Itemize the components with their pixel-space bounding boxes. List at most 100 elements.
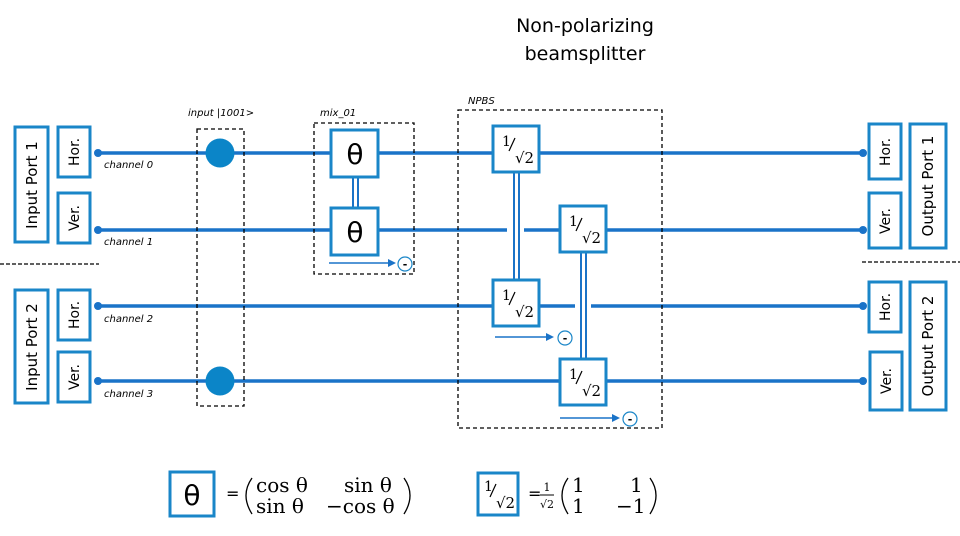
bs-gate-denominator: √2 [582, 382, 601, 400]
bs-gate-box [491, 278, 541, 328]
matrix-bracket-right [649, 477, 657, 515]
legend-bs-equals: = [528, 484, 541, 503]
input-state-group: input |1001> [188, 108, 254, 407]
wire-endpoints [94, 149, 867, 385]
matrix-cell: 1 [630, 473, 643, 497]
output-port-2-box [908, 280, 948, 412]
theta-gate-symbol: θ [346, 138, 363, 171]
bs-gate-box [558, 357, 608, 407]
wire-end-dot [859, 302, 867, 310]
wire-end-dot [859, 226, 867, 234]
arrow-head-icon [388, 259, 396, 267]
theta-gate-box [329, 128, 380, 179]
bs-gate-box [491, 124, 541, 174]
bs-gate-numerator: 1 [502, 288, 511, 304]
output-port-1: Hor. Ver. Output Port 1 [867, 122, 948, 250]
channel-label-1: channel 1 [104, 237, 153, 248]
input-port-2: Input Port 2 Hor. Ver. [13, 288, 92, 405]
input-hor-label: Hor. [67, 138, 83, 166]
legend-theta-symbol: θ [183, 479, 200, 512]
title-line-1: Non-polarizing [516, 15, 654, 37]
bs-gate-numerator: 1 [569, 214, 578, 230]
matrix-cell: cos θ [256, 473, 308, 497]
fraction-slash [489, 483, 497, 498]
bs-gate-denominator: √2 [582, 229, 601, 247]
output-hor-box [867, 280, 903, 334]
output-ver-label: Ver. [878, 208, 894, 234]
channel-label-2: channel 2 [104, 314, 153, 325]
matrix-bracket-left [561, 477, 569, 515]
minus-sign-icon [622, 411, 638, 427]
fraction-slash [508, 291, 516, 306]
matrix-cell: sin θ [344, 473, 392, 497]
input-hor-label: Hor. [67, 301, 83, 329]
output-port-1-box [908, 122, 948, 250]
legend-bs-denominator: √2 [496, 494, 515, 512]
npbs-label: NPBS [468, 96, 495, 107]
wire-end-dot [859, 149, 867, 157]
legend-bs-box [476, 471, 520, 517]
input-hor-box [56, 125, 92, 179]
input-state-label: input |1001> [188, 108, 254, 119]
output-ver-box [868, 350, 904, 412]
output-hor-label: Hor. [878, 138, 894, 166]
bs-gate-box [558, 204, 608, 254]
wire-start-dot [94, 226, 102, 234]
bs-gate-denominator: √2 [515, 303, 534, 321]
input-port-1-label: Input Port 1 [23, 141, 41, 229]
legend-theta-equals: = [226, 484, 239, 503]
title-line-2: beamsplitter [525, 43, 646, 65]
mix-label: mix_01 [320, 108, 356, 119]
mix-group: mix_01 θ θ - [313, 108, 415, 275]
minus-sign-text: - [563, 332, 568, 345]
matrix-cell: 1 [572, 473, 585, 497]
matrix-bracket-right [403, 477, 411, 515]
photon-dot-channel-0 [205, 138, 235, 168]
input-ver-box [56, 191, 92, 245]
channel-wires [98, 151, 863, 383]
channel-label-0: channel 0 [104, 160, 153, 171]
arrow-head-icon [546, 333, 554, 341]
output-ver-box [867, 191, 903, 250]
prefactor-denominator: √2 [540, 498, 554, 511]
photon-dot-channel-3 [205, 366, 235, 396]
input-hor-box [56, 288, 92, 342]
matrix-cell: −1 [616, 494, 645, 518]
matrix-cell: 1 [572, 494, 585, 518]
output-hor-box [867, 122, 903, 181]
output-port-2-label: Output Port 2 [919, 296, 937, 397]
bs-gate-numerator: 1 [569, 367, 578, 383]
fraction-slash [575, 217, 583, 232]
arrow-head-icon [612, 414, 620, 422]
output-port-1-label: Output Port 1 [919, 136, 937, 237]
output-port-2: Hor. Ver. Output Port 2 [867, 280, 948, 412]
input-port-2-box [13, 288, 50, 405]
bs-gate-denominator: √2 [515, 149, 534, 167]
minus-sign-icon [397, 256, 413, 272]
legend-theta-box [168, 470, 216, 518]
fraction-slash [508, 137, 516, 152]
minus-sign-text: - [403, 258, 408, 271]
wire-start-dot [94, 302, 102, 310]
input-port-1-box [13, 125, 50, 244]
matrix-cell: sin θ [256, 494, 304, 518]
fraction-slash [575, 370, 583, 385]
bs-gate-numerator: 1 [502, 134, 511, 150]
input-state-dashed-box [196, 128, 245, 407]
npbs-dashed-box [457, 109, 663, 429]
matrix-cell: −cos θ [326, 494, 395, 518]
minus-sign-text: - [628, 413, 633, 426]
input-ver-label: Ver. [67, 205, 83, 231]
legend-theta: θ = cos θ sin θ sin θ −cos θ [168, 470, 411, 518]
channel-label-3: channel 3 [104, 389, 153, 400]
legend-bs: 1 √2 = 1 √2 1 1 1 −1 [476, 471, 657, 518]
input-port-1: Input Port 1 Hor. Ver. [13, 125, 92, 245]
npbs-group: NPBS 1 √2 1 √2 1 √2 1 √2 - [457, 96, 663, 429]
wire-start-dot [94, 149, 102, 157]
input-port-2-label: Input Port 2 [23, 303, 41, 391]
output-ver-label: Ver. [879, 368, 895, 394]
theta-gate-box [329, 206, 380, 257]
input-ver-box [56, 350, 92, 404]
matrix-bracket-left [245, 477, 253, 515]
